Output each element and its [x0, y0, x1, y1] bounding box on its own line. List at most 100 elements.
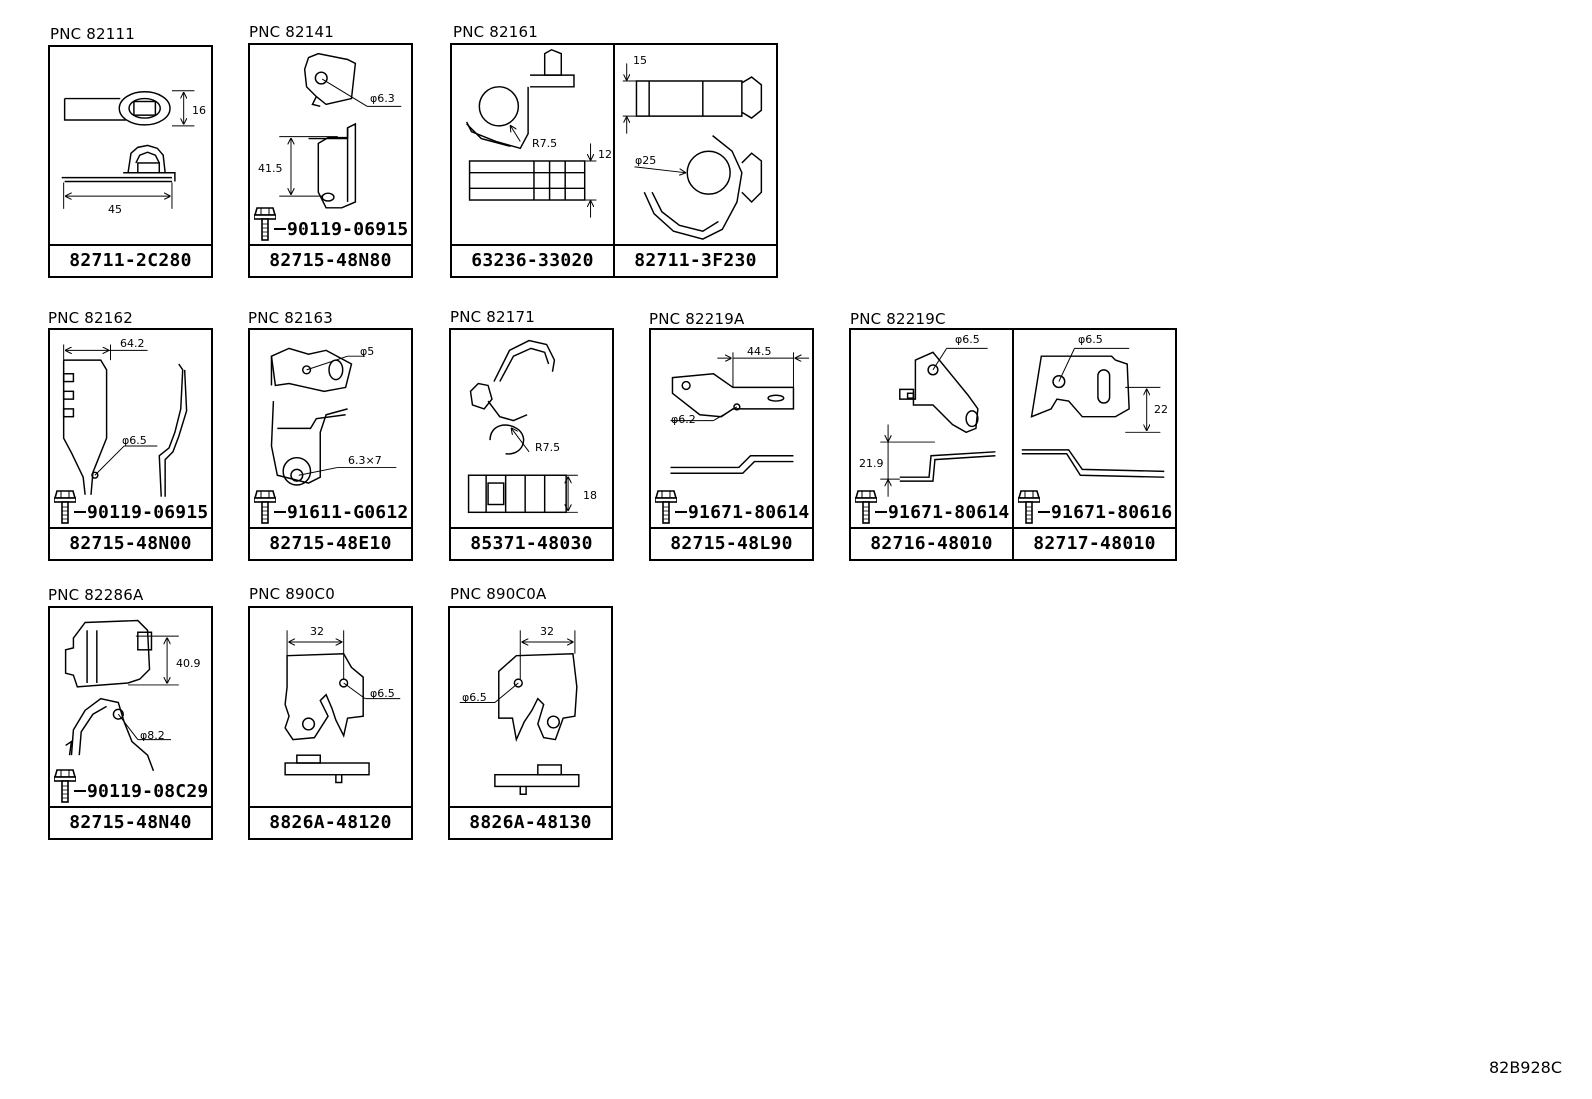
part-number[interactable]: 82715-48N00 [50, 527, 211, 559]
bolt-icon [855, 490, 877, 524]
bolt-callout: 90119-06915 [54, 489, 208, 525]
bolt-icon [54, 490, 76, 524]
leader-line [274, 511, 286, 513]
pnc-label: PNC 82163 [248, 309, 334, 327]
bolt-icon [254, 207, 276, 241]
leader-line [74, 511, 86, 513]
bolt-callout: 91611-G0612 [254, 489, 408, 525]
part-panel[interactable]: 40.9 φ8.2 90119-08C29 82715-48N40 [48, 606, 213, 840]
part-panel[interactable]: 32 φ6.5 8826A-48130 [448, 606, 613, 840]
bolt-part-number[interactable]: 90119-08C29 [87, 780, 209, 802]
pnc-label: PNC 890C0 [249, 585, 335, 603]
dimension-label: φ6.5 [462, 691, 487, 704]
bolt-callout: 91671-80614 [655, 489, 809, 525]
part-panel[interactable]: R7.5 12 63236-33020 [450, 43, 615, 278]
pnc-label: PNC 82219A [649, 310, 745, 328]
part-panel[interactable]: φ5 6.3×7 91611-G0612 82715-48E10 [248, 328, 413, 561]
pnc-label: PNC 82162 [48, 309, 134, 327]
part-panel[interactable]: 64.2 φ6.5 90119-06915 82715-48N00 [48, 328, 213, 561]
clamp-drawing [465, 48, 597, 218]
leader-line [274, 228, 286, 230]
dimension-label: φ6.5 [1078, 333, 1103, 346]
part-number[interactable]: 8826A-48130 [450, 806, 611, 838]
part-panel[interactable]: φ6.5 21.9 91671-80614 82716-48010 [849, 328, 1014, 561]
dimension-label: 40.9 [176, 657, 201, 670]
leader-line [74, 790, 86, 792]
pnc-label: PNC 82111 [50, 25, 136, 43]
part-panel[interactable]: 32 φ6.5 8826A-48120 [248, 606, 413, 840]
part-number[interactable]: 82715-48N40 [50, 806, 211, 838]
pnc-label: PNC 82141 [249, 23, 335, 41]
bolt-part-number[interactable]: 90119-06915 [287, 218, 409, 240]
part-panel[interactable]: 44.5 φ6.2 91671-80614 82715-48L90 [649, 328, 814, 561]
bracket-drawing [670, 352, 810, 475]
dimension-label: 41.5 [258, 162, 283, 175]
bolt-icon [1018, 490, 1040, 524]
clamp-drawing [467, 339, 578, 514]
dimension-label: φ6.5 [122, 434, 147, 447]
dimension-label: 16 [192, 104, 206, 117]
bolt-part-number[interactable]: 91611-G0612 [287, 501, 409, 523]
bolt-part-number[interactable]: 91671-80614 [888, 501, 1010, 523]
part-number[interactable]: 82715-48L90 [651, 527, 812, 559]
dimension-label: 22 [1154, 403, 1168, 416]
dimension-label: 15 [633, 54, 647, 67]
bolt-part-number[interactable]: 91671-80616 [1051, 501, 1173, 523]
leader-line [1038, 511, 1050, 513]
pnc-label: PNC 82161 [453, 23, 539, 41]
part-panel[interactable]: R7.5 18 85371-48030 [449, 328, 614, 561]
dimension-label: 32 [310, 625, 324, 638]
bolt-callout: 90119-08C29 [54, 768, 208, 804]
part-number[interactable]: 85371-48030 [451, 527, 612, 559]
part-number[interactable]: 82715-48N80 [250, 244, 411, 276]
part-panel[interactable]: φ6.5 22 91671-80616 82717-48010 [1012, 328, 1177, 561]
dimension-label: φ6.2 [671, 413, 696, 426]
dimension-label: 44.5 [747, 345, 772, 358]
pnc-label: PNC 82171 [450, 308, 536, 326]
part-panel[interactable]: 15 φ25 82711-3F230 [613, 43, 778, 278]
bolt-icon [54, 769, 76, 803]
part-number[interactable]: 82717-48010 [1014, 527, 1175, 559]
clip-drawing [61, 90, 195, 209]
bracket-drawing [279, 52, 402, 209]
bolt-part-number[interactable]: 91671-80614 [688, 501, 810, 523]
pnc-label: PNC 82286A [48, 586, 144, 604]
dimension-label: 64.2 [120, 337, 145, 350]
clamp-drawing [622, 63, 763, 240]
dimension-label: φ25 [635, 154, 657, 167]
pnc-label: PNC 82219C [850, 310, 946, 328]
part-number[interactable]: 63236-33020 [452, 244, 613, 276]
bracket-drawing [1021, 347, 1165, 478]
bolt-callout: 91671-80614 [855, 489, 1009, 525]
bolt-part-number[interactable]: 90119-06915 [87, 501, 209, 523]
dimension-label: 32 [540, 625, 554, 638]
dimension-label: 45 [108, 203, 122, 216]
bracket-drawing [62, 344, 188, 497]
dimension-label: 6.3×7 [348, 454, 382, 467]
bracket-drawing [64, 619, 179, 772]
dimension-label: φ8.2 [140, 729, 165, 742]
dimension-label: φ5 [360, 345, 375, 358]
dimension-label: R7.5 [535, 441, 561, 454]
bracket-drawing [459, 630, 580, 795]
part-panel[interactable]: φ6.3 41.5 90119-06915 82715-48N80 [248, 43, 413, 278]
part-number[interactable]: 82711-3F230 [615, 244, 776, 276]
bracket-drawing [270, 347, 397, 486]
dimension-label: φ6.5 [955, 333, 980, 346]
bolt-callout: 90119-06915 [254, 206, 408, 242]
bracket-drawing [880, 347, 996, 497]
part-number[interactable]: 8826A-48120 [250, 806, 411, 838]
leader-line [675, 511, 687, 513]
illustration-reference-code: 82B928C [1488, 1058, 1562, 1077]
dimension-label: 18 [583, 489, 597, 502]
part-panel[interactable]: 16 45 82711-2C280 [48, 45, 213, 278]
dimension-label: 12 [598, 148, 612, 161]
part-number[interactable]: 82716-48010 [851, 527, 1012, 559]
bolt-callout: 91671-80616 [1018, 489, 1172, 525]
dimension-label: R7.5 [532, 137, 558, 150]
part-number[interactable]: 82711-2C280 [50, 244, 211, 276]
dimension-label: φ6.5 [370, 687, 395, 700]
part-number[interactable]: 82715-48E10 [250, 527, 411, 559]
dimension-label: 21.9 [859, 457, 884, 470]
dimension-label: φ6.3 [370, 92, 395, 105]
